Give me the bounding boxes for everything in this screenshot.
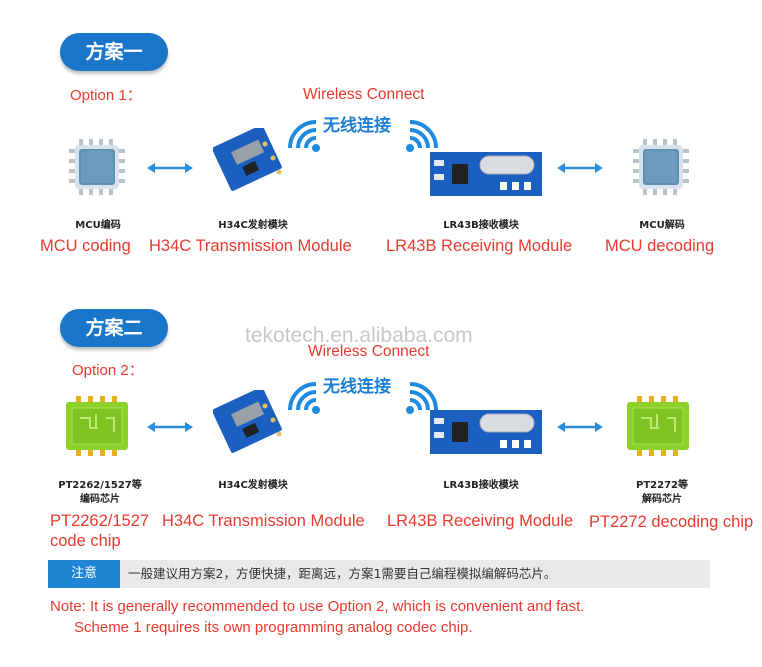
item-en-label: MCU coding	[40, 237, 131, 255]
double-arrow-icon	[557, 162, 603, 174]
item-en-label: PT2262/1527	[50, 512, 150, 530]
scheme2-pill: 方案二	[60, 309, 168, 347]
double-arrow-icon	[147, 162, 193, 174]
item-cn-label: LR43B接收模块	[443, 220, 519, 231]
item-en-label: LR43B Receiving Module	[386, 237, 573, 255]
option2-label: Option 2：	[72, 362, 144, 379]
transmitter-module-icon	[213, 390, 283, 454]
decoder-chip-icon	[627, 396, 689, 456]
item-en-label: PT2272 decoding chip	[589, 513, 754, 531]
item-cn-label: MCU解码	[639, 220, 685, 231]
note-tag: 注意	[48, 560, 120, 588]
wireless-connect-label-1: Wireless Connect	[303, 86, 425, 103]
double-arrow-icon	[557, 421, 603, 433]
receiver-module-icon	[430, 410, 542, 454]
receiver-module-icon	[430, 152, 542, 196]
item-en-label: MCU decoding	[605, 237, 715, 255]
double-arrow-icon	[147, 421, 193, 433]
note-en-line1: Note: It is generally recommended to use…	[50, 598, 585, 615]
item-cn-label: PT2262/1527等	[58, 480, 142, 491]
option1-label: Option 1：	[70, 87, 142, 104]
item-cn-label: MCU编码	[75, 220, 121, 231]
item-cn-label: PT2272等	[636, 480, 688, 491]
mcu-chip-icon	[69, 139, 125, 195]
watermark: tekotech.en.alibaba.com	[245, 324, 473, 347]
item-en-label: H34C Transmission Module	[149, 237, 352, 255]
wireless-connect-cn-1: 无线连接	[323, 116, 391, 136]
scheme1-pill: 方案一	[60, 33, 168, 71]
item-cn-label: LR43B接收模块	[443, 480, 519, 491]
note-bar	[48, 560, 710, 588]
item-en-label: LR43B Receiving Module	[387, 512, 574, 530]
wireless-signal-left-icon	[288, 120, 322, 154]
item-en-label: code chip	[50, 532, 121, 550]
item-cn-label: H34C发射模块	[218, 220, 288, 231]
note-en-line2: Scheme 1 requires its own programming an…	[74, 619, 473, 636]
transmitter-module-icon	[213, 128, 283, 192]
note-text: 一般建议用方案2，方便快捷，距离远，方案1需要自己编程模拟编解码芯片。	[128, 566, 557, 581]
item-en-label: H34C Transmission Module	[162, 512, 365, 530]
mcu-chip-icon	[633, 139, 689, 195]
wireless-connect-label-2: Wireless Connect	[308, 343, 430, 360]
item-cn-label: 解码芯片	[642, 494, 682, 505]
item-cn-label: 编码芯片	[80, 494, 120, 505]
wireless-signal-left-icon	[288, 382, 322, 416]
encoder-chip-icon	[66, 396, 128, 456]
item-cn-label: H34C发射模块	[218, 480, 288, 491]
wireless-signal-right-icon	[404, 120, 438, 154]
wireless-connect-cn-2: 无线连接	[323, 377, 391, 397]
